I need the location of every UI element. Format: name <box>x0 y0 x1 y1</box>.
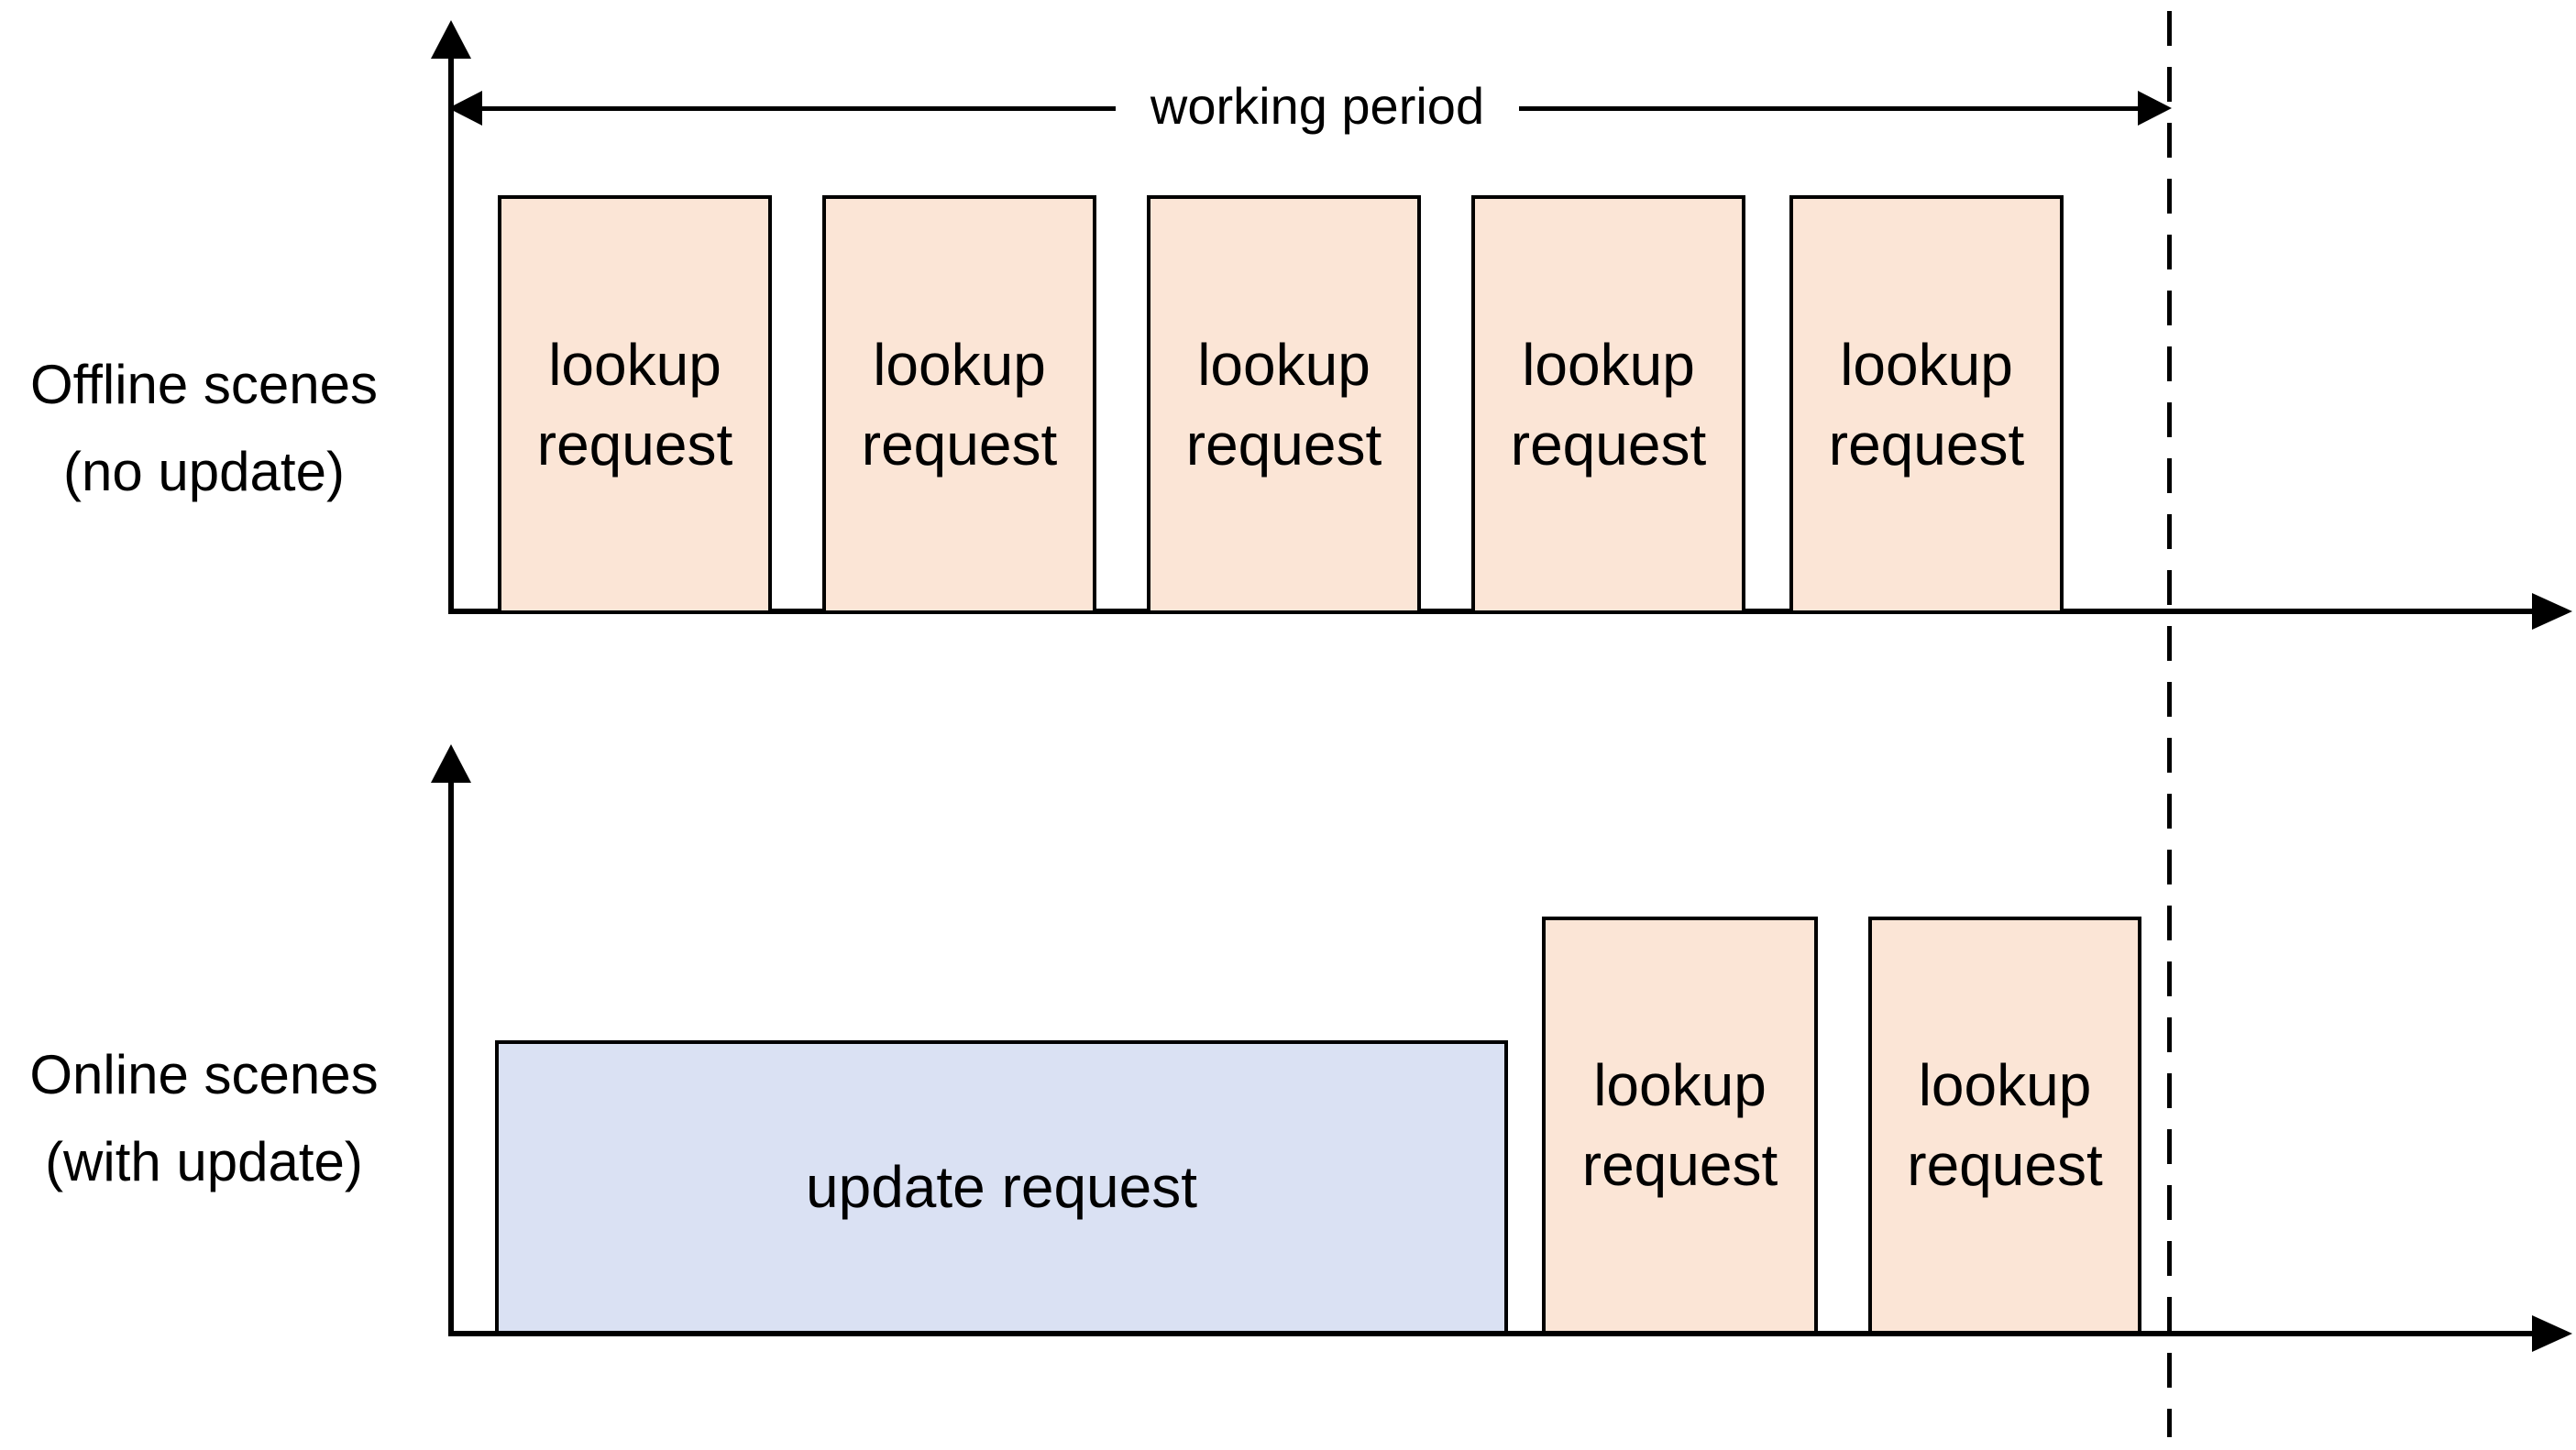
working-period-arrow-left-icon <box>448 91 482 126</box>
offline-chart-label: Offline scenes (no update) <box>0 341 408 515</box>
lookup-request-box-label-line2: request <box>1581 1132 1778 1198</box>
online-y-axis <box>448 774 454 1336</box>
offline-chart-label-line2: (no update) <box>63 441 345 502</box>
update-request-box-label: update request <box>806 1154 1197 1220</box>
lookup-request-box-label-line2: request <box>861 411 1058 478</box>
lookup-request-box-label-line1: lookup <box>1840 331 2013 398</box>
lookup-request-box: lookup request <box>1147 195 1421 614</box>
working-period-end-dashed-line <box>2167 11 2172 1437</box>
lookup-request-box: lookup request <box>1789 195 2064 614</box>
lookup-request-box-label-line1: lookup <box>548 331 721 398</box>
offline-y-axis-arrow-up-icon <box>431 20 471 59</box>
online-chart-label-line2: (with update) <box>45 1131 363 1192</box>
online-x-axis-arrow-right-icon <box>2532 1315 2572 1352</box>
lookup-request-box: lookup request <box>822 195 1096 614</box>
lookup-request-box-label-line2: request <box>1185 411 1382 478</box>
lookup-request-box-label-line1: lookup <box>873 331 1046 398</box>
online-chart-label-line1: Online scenes <box>29 1044 379 1105</box>
working-period-arrow-right-icon <box>2138 91 2172 126</box>
lookup-request-box-label-line1: lookup <box>1522 331 1695 398</box>
lookup-request-box: lookup request <box>1471 195 1745 614</box>
lookup-request-box-label-line1: lookup <box>1918 1052 2092 1118</box>
lookup-request-box-label-line2: request <box>1828 411 2025 478</box>
working-period-label: working period <box>1116 75 1519 137</box>
lookup-request-box-label-line2: request <box>1510 411 1707 478</box>
lookup-request-box-label-line2: request <box>536 411 733 478</box>
lookup-request-box-label-line1: lookup <box>1197 331 1371 398</box>
lookup-request-box: lookup request <box>498 195 772 614</box>
offline-chart-label-line1: Offline scenes <box>29 354 379 415</box>
online-y-axis-arrow-up-icon <box>431 744 471 783</box>
lookup-request-box: lookup request <box>1542 917 1818 1335</box>
offline-y-axis <box>448 50 454 614</box>
online-chart-label: Online scenes (with update) <box>0 1031 408 1205</box>
lookup-request-box-label-line2: request <box>1907 1132 2103 1198</box>
lookup-request-box: lookup request <box>1868 917 2141 1335</box>
update-request-box: update request <box>495 1040 1508 1335</box>
lookup-request-box-label-line1: lookup <box>1593 1052 1767 1118</box>
offline-x-axis-arrow-right-icon <box>2532 593 2572 630</box>
